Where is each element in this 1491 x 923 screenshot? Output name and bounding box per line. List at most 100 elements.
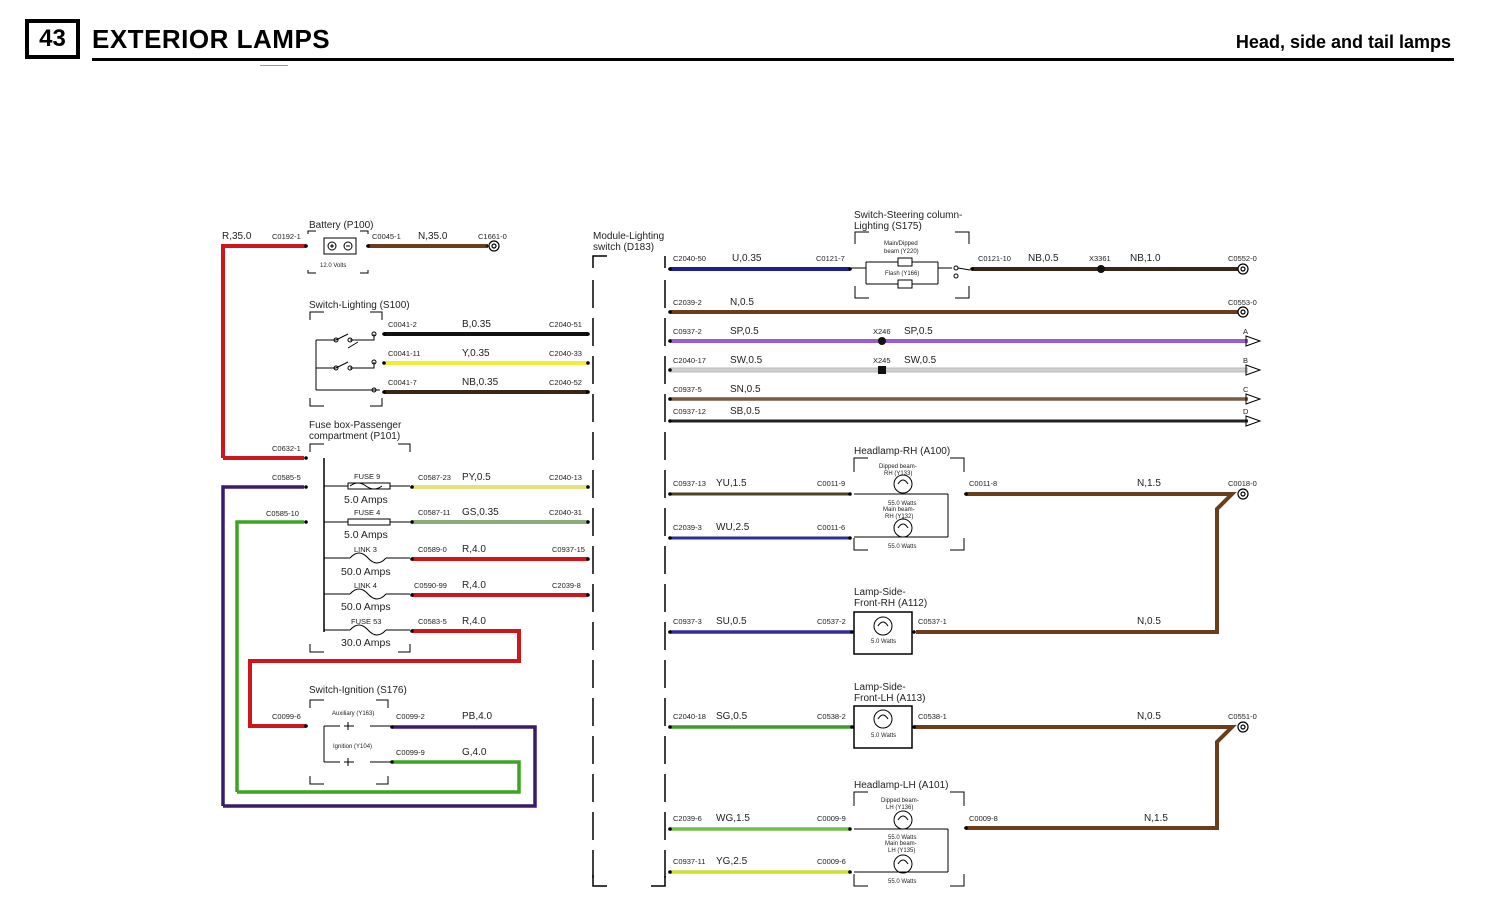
wire-n05c-n15b (914, 725, 1237, 830)
splice-x3361 (1097, 265, 1105, 273)
side-rh-title-1: Lamp-Side- (854, 587, 906, 598)
connector-c0099-6: C0099-6 (272, 712, 301, 721)
connector-c2040-33: C2040-33 (549, 349, 582, 358)
hl-rh-dip-w: 55.0 Watts (888, 501, 916, 507)
wire-g-feed (235, 520, 304, 792)
wire-label-gs035: GS,0.35 (462, 507, 499, 518)
wire-sw05-outline (670, 367, 1248, 373)
steering-flash: Flash (Y166) (885, 271, 919, 277)
side-lh-symbol (853, 705, 913, 749)
wire-label-n05c: N,0.5 (1137, 711, 1161, 722)
wire-label-r4b: R,4.0 (462, 580, 486, 591)
connector-c0009-9: C0009-9 (817, 814, 846, 823)
module-title-2: switch (D183) (593, 242, 654, 253)
ignition-title: Switch-Ignition (S176) (309, 685, 407, 696)
connector-c0937-11: C0937-11 (673, 857, 705, 866)
connector-c2039-8: C2039-8 (552, 581, 581, 590)
connector-c2039-6: C2039-6 (673, 814, 702, 823)
connector-c0937-12: C0937-12 (673, 407, 706, 416)
connector-c0587-11: C0587-11 (418, 508, 450, 517)
steering-title-2: Lighting (S175) (854, 221, 922, 232)
connector-c0011-6: C0011-6 (817, 523, 845, 532)
connector-c2039-3: C2039-3 (673, 523, 702, 532)
connector-c0537-1: C0537-1 (918, 617, 947, 626)
hl-lh-dip-2: LH (Y136) (886, 805, 913, 811)
connector-c2040-51: C2040-51 (549, 320, 582, 329)
connector-c0585-10: C0585-10 (266, 509, 299, 518)
side-lh-title-2: Front-LH (A113) (854, 693, 926, 704)
side-lh-watts: 5.0 Watts (871, 733, 896, 739)
wire-label-wg15: WG,1.5 (716, 813, 750, 824)
wire-r4c (248, 629, 521, 728)
link-3-rating: 50.0 Amps (341, 566, 391, 578)
connector-c0937-13: C0937-13 (673, 479, 706, 488)
connector-c2040-18: C2040-18 (673, 712, 706, 721)
wire-label-sw05a: SW,0.5 (730, 355, 763, 366)
hl-lh-dip-1: Dipped beam- (881, 798, 919, 804)
wire-label-u035: U,0.35 (732, 253, 762, 264)
hl-rh-dip-2: RH (Y133) (884, 471, 912, 477)
connector-c2040-13: C2040-13 (549, 473, 582, 482)
wire-label-py05: PY,0.5 (462, 472, 491, 483)
hl-rh-main-w: 55.0 Watts (888, 544, 916, 550)
connector-c0018: C0018-0 (1228, 479, 1257, 488)
wire-label-y035: Y,0.35 (462, 348, 490, 359)
wire-label-sp05a: SP,0.5 (730, 326, 759, 337)
terminal-b: B (1243, 356, 1248, 365)
connector-c0121-10: C0121-10 (978, 254, 1011, 263)
steering-main-2: beam (Y220) (884, 249, 919, 255)
link-4-name: LINK 4 (354, 581, 377, 590)
steering-title-1: Switch-Steering column- (854, 210, 962, 221)
wire-label-n05: N,0.5 (730, 297, 754, 308)
wire-label-wu25: WU,2.5 (716, 522, 750, 533)
wire-label-pb4: PB,4.0 (462, 711, 492, 722)
connector-c0538-2: C0538-2 (817, 712, 846, 721)
page-number: 43 (25, 19, 80, 59)
connector-c0045: C0045-1 (372, 232, 401, 241)
headlamp-lh-title: Headlamp-LH (A101) (854, 780, 949, 791)
connector-c0537-2: C0537-2 (817, 617, 846, 626)
side-rh-symbol (853, 611, 913, 655)
wire-label-r4c: R,4.0 (462, 616, 486, 627)
ground-icon (1237, 306, 1249, 318)
splice-x246 (878, 337, 886, 345)
wire-label-sn05: SN,0.5 (730, 384, 761, 395)
hl-lh-main-2: LH (Y135) (888, 848, 915, 854)
connector-c0011-8: C0011-8 (969, 479, 997, 488)
connector-c0937-3: C0937-3 (673, 617, 702, 626)
connector-c0041-11: C0041-11 (388, 349, 420, 358)
hl-lh-main-1: Main beam- (885, 841, 917, 847)
fuse-9-name: FUSE 9 (354, 472, 380, 481)
fusebox-title-1: Fuse box-Passenger (309, 420, 402, 431)
connector-c0041-2: C0041-2 (388, 320, 417, 329)
page-subtitle: Head, side and tail lamps (1235, 32, 1451, 52)
connector-c2040-52: C2040-52 (549, 378, 582, 387)
ignition-ign-label: Ignition (Y104) (333, 744, 372, 750)
headlamp-lh-symbol (853, 791, 965, 887)
connector-c0011-9: C0011-9 (817, 479, 845, 488)
headlamp-rh-symbol (853, 457, 965, 551)
fuse-4-name: FUSE 4 (354, 508, 380, 517)
switch-lighting-symbol (309, 311, 383, 407)
connector-c0538-1: C0538-1 (918, 712, 947, 721)
connector-dots (304, 244, 974, 874)
ground-icon (1237, 488, 1249, 500)
wire-pb-feed (221, 485, 304, 806)
connector-c0587-23: C0587-23 (418, 473, 451, 482)
connector-c2039-2: C2039-2 (673, 298, 702, 307)
header-rule (92, 58, 1454, 61)
switch-lighting-title: Switch-Lighting (S100) (309, 300, 410, 311)
link-3-name: LINK 3 (354, 545, 377, 554)
wire-label-yg25: YG,2.5 (716, 856, 748, 867)
battery-symbol (307, 230, 369, 274)
ground-icon (1237, 721, 1249, 733)
connector-c0192: C0192-1 (272, 232, 301, 241)
connector-c0937-15: C0937-15 (552, 545, 585, 554)
link-4-rating: 50.0 Amps (341, 601, 391, 613)
connector-c0041-7: C0041-7 (388, 378, 417, 387)
connector-c0589: C0589-0 (418, 545, 447, 554)
wire-label-nb10: NB,1.0 (1130, 253, 1161, 264)
steering-main-1: Main/Dipped (884, 241, 918, 247)
wire-label-sp05b: SP,0.5 (904, 326, 933, 337)
